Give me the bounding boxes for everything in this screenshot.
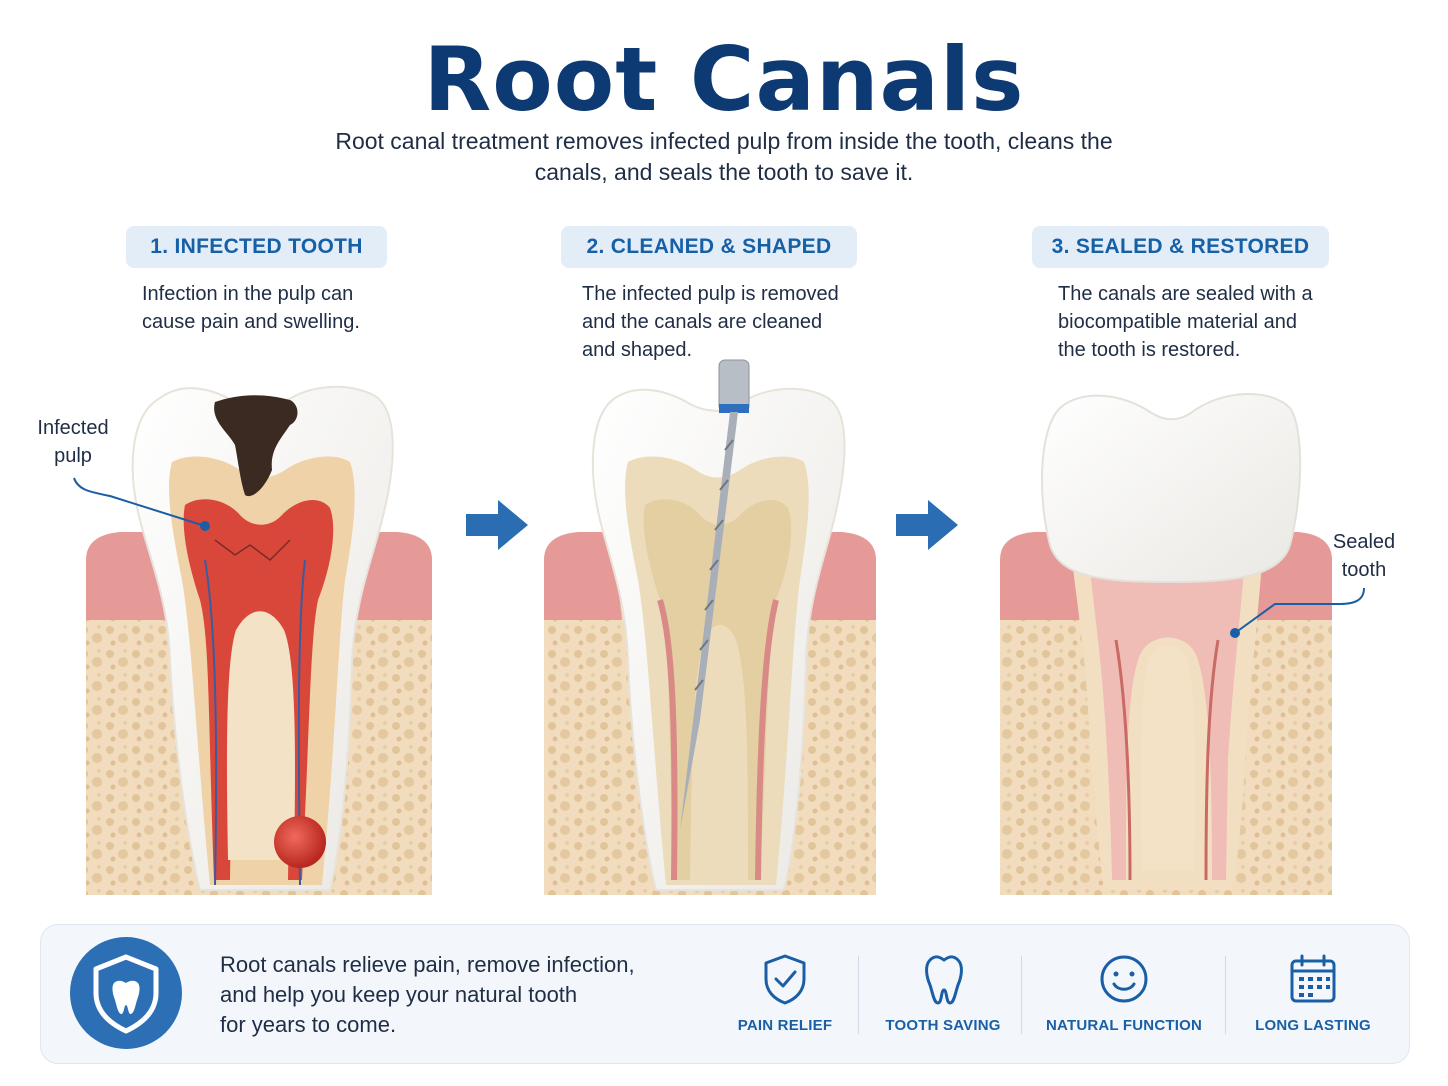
abscess xyxy=(274,816,326,868)
next-step-arrow-2 xyxy=(896,500,958,550)
callout-line: tooth xyxy=(1341,559,1387,581)
step-3-desc-line: the tooth is restored. xyxy=(1058,339,1241,361)
sealed-tooth-diagram xyxy=(1000,392,1365,895)
shield-tooth-icon xyxy=(93,954,159,1034)
step-1-description: Infection in the pulp can cause pain and… xyxy=(142,280,422,336)
step-3-badge: 3. SEALED & RESTORED xyxy=(1032,226,1329,268)
infected-pulp-leader-line xyxy=(73,477,206,527)
sealed-tooth-callout: Sealed tooth xyxy=(1318,528,1410,584)
summary-line: for years to come. xyxy=(220,1012,397,1037)
infected-pulp xyxy=(183,499,334,880)
gum-left xyxy=(86,532,165,620)
benefit-label: NATURAL FUNCTION xyxy=(1046,1017,1202,1034)
step-1-desc-line: cause pain and swelling. xyxy=(142,311,360,333)
step-2-desc-line: The infected pulp is removed xyxy=(582,283,839,305)
sealed-tooth-leader-line xyxy=(1234,587,1365,634)
infected-pulp-callout: Infected pulp xyxy=(20,414,126,470)
step-3-description: The canals are sealed with a biocompatib… xyxy=(1058,280,1358,364)
step-1-badge: 1. INFECTED TOOTH xyxy=(126,226,387,268)
callout-line: Infected xyxy=(37,417,109,439)
divider xyxy=(1225,956,1226,1034)
benefit-label: TOOTH SAVING xyxy=(885,1017,1001,1034)
step-3-desc-line: biocompatible material and xyxy=(1058,311,1298,333)
step-2-desc-line: and the canals are cleaned xyxy=(582,311,823,333)
gum-left xyxy=(544,532,622,620)
benefit-tooth-saving xyxy=(920,952,968,1011)
cleaned-pulp-chamber xyxy=(643,499,792,880)
callout-line: pulp xyxy=(54,445,92,467)
summary-line: Root canals relieve pain, remove infecti… xyxy=(220,952,635,977)
sealed-tooth-marker xyxy=(1230,628,1240,638)
cleaned-tooth-diagram xyxy=(544,359,876,895)
infected-pulp-marker xyxy=(200,521,210,531)
next-step-arrow-1 xyxy=(466,500,528,550)
summary-line: and help you keep your natural tooth xyxy=(220,982,578,1007)
sealed-canal-filling xyxy=(1090,570,1244,880)
step-3-desc-line: The canals are sealed with a xyxy=(1058,283,1313,305)
benefit-label: PAIN RELIEF xyxy=(737,1017,833,1034)
calendar-icon xyxy=(1290,954,1336,1003)
root-dentin-core xyxy=(226,611,295,860)
benefit-natural-function xyxy=(1098,952,1150,1011)
step-1-desc-line: Infection in the pulp can xyxy=(142,283,354,305)
benefits-panel xyxy=(40,924,1410,1064)
divider xyxy=(858,956,859,1034)
summary-text: Root canals relieve pain, remove infecti… xyxy=(220,950,680,1040)
tooth-icon xyxy=(925,955,963,1005)
callout-line: Sealed xyxy=(1332,531,1396,553)
shield-tooth-badge xyxy=(70,937,182,1049)
infected-tooth-diagram xyxy=(73,385,432,895)
benefit-long-lasting xyxy=(1288,952,1338,1011)
divider xyxy=(1021,956,1022,1034)
page-title: Root Canals xyxy=(423,28,1025,131)
benefit-label: LONG LASTING xyxy=(1255,1017,1371,1034)
step-2-desc-line: and shaped. xyxy=(582,339,693,361)
endodontic-file-shaft xyxy=(680,412,738,830)
smile-icon xyxy=(1100,955,1148,1003)
step-2-description: The infected pulp is removed and the can… xyxy=(582,280,882,364)
shield-check-icon xyxy=(764,954,806,1005)
benefit-pain-relief xyxy=(760,952,810,1011)
tooth-decay xyxy=(214,395,298,497)
dental-crown xyxy=(1041,392,1302,584)
step-2-badge: 2. CLEANED & SHAPED xyxy=(561,226,857,268)
page-subtitle: Root canal treatment removes infected pu… xyxy=(335,128,1113,185)
